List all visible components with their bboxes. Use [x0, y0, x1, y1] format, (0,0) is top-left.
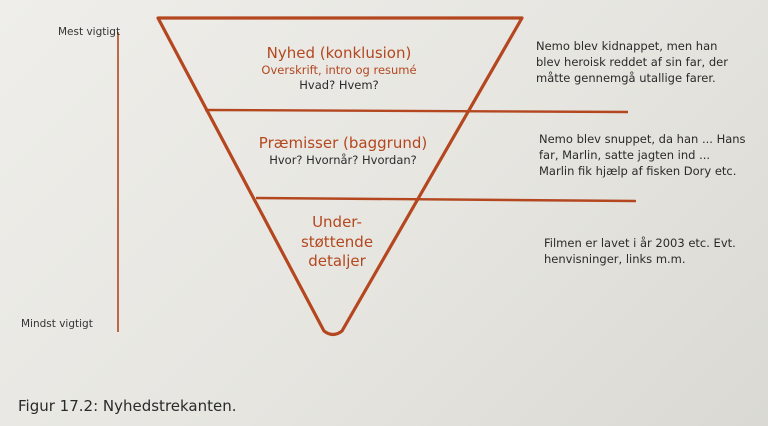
section-premises-question: Hvor? Hvornår? Hvordan? — [269, 153, 417, 167]
section-premises-title: Præmisser (baggrund) — [258, 134, 428, 152]
axis-top-label: Mest vigtigt — [58, 26, 121, 38]
note-premises-line-2: far, Marlin, satte jagten ind ... — [539, 148, 711, 162]
section-details-title-line-1: Under- — [312, 213, 362, 231]
inverted-triangle — [156, 16, 524, 337]
note-premises-line-3: Marlin fik hjælp af fisken Dory etc. — [539, 164, 737, 178]
note-news: Nemo blev kidnappet, men han blev herois… — [536, 38, 728, 86]
section-details-title-line-2: støttende — [300, 232, 374, 251]
note-details-line-2: henvisninger, links m.m. — [544, 252, 686, 266]
divider-line-2 — [255, 196, 637, 203]
note-news-line-1: Nemo blev kidnappet, men han — [536, 39, 718, 53]
section-news-subtitle: Overskrift, intro og resumé — [261, 63, 417, 77]
note-details: Filmen er lavet i år 2003 etc. Evt. henv… — [544, 235, 736, 267]
section-news-question: Hvad? Hvem? — [299, 78, 379, 92]
section-premises: Præmisser (baggrund) Hvor? Hvornår? Hvor… — [259, 134, 427, 168]
note-news-line-3: måtte gennemgå utallige farer. — [536, 71, 716, 85]
note-premises-line-1: Nemo blev snuppet, da han ... Hans — [539, 132, 746, 146]
section-news: Nyhed (konklusion) Overskrift, intro og … — [261, 44, 416, 93]
note-news-line-2: blev heroisk reddet af sin far, der — [536, 55, 728, 69]
section-details: Under- støttende detaljer — [301, 213, 373, 272]
note-details-line-1: Filmen er lavet i år 2003 etc. Evt. — [544, 236, 736, 250]
axis-bottom-label: Mindst vigtigt — [21, 318, 93, 330]
figure-caption: Figur 17.2: Nyhedstrekanten. — [18, 397, 237, 415]
section-news-title: Nyhed (konklusion) — [266, 44, 412, 62]
section-details-title-line-3: detaljer — [308, 252, 366, 270]
note-premises: Nemo blev snuppet, da han ... Hans far, … — [539, 131, 746, 179]
divider-line-1 — [204, 108, 629, 114]
